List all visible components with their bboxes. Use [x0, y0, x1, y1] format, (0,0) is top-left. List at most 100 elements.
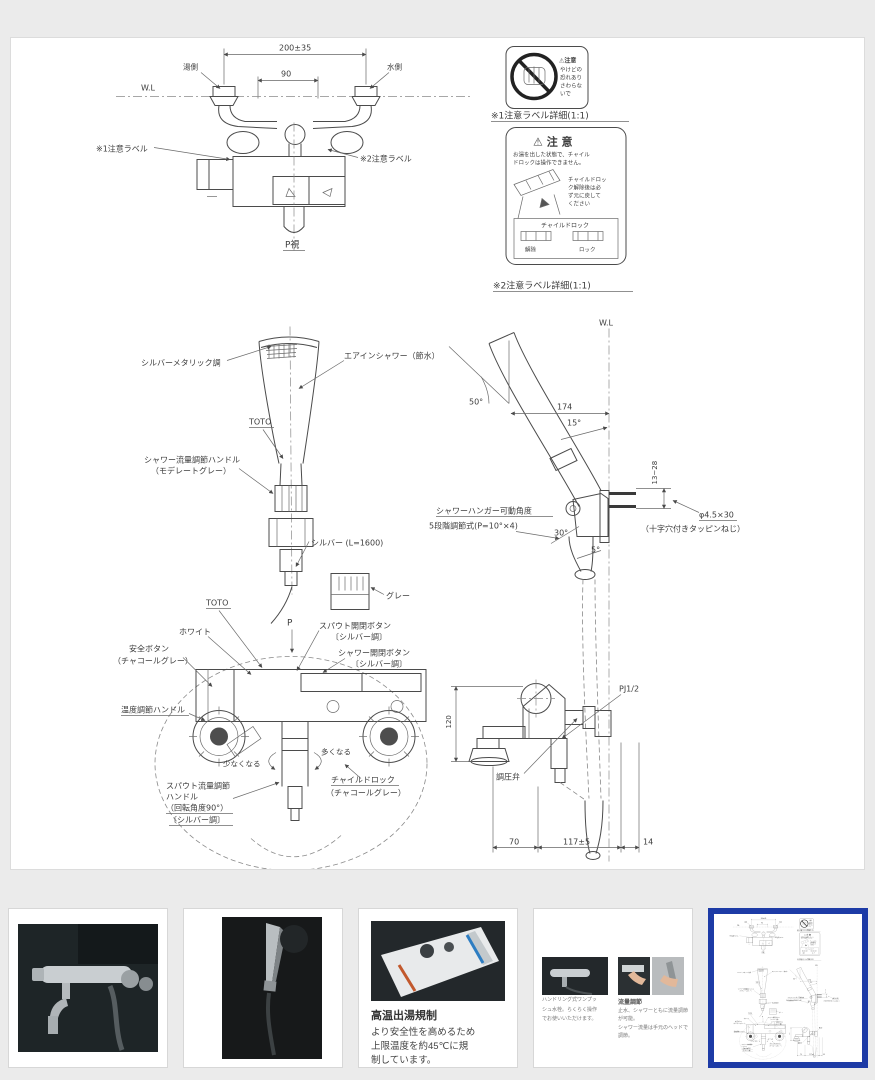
feature-right: 流量調節 止水、シャワーともに流量調節が可能。 シャワー流量は手元のヘッドで調節…: [618, 957, 688, 1040]
p-arrow-label: P: [287, 619, 293, 629]
gray-label: グレー: [386, 591, 410, 601]
diagram-panel: 200±35 90 W.L 湯側 水側 ※1: [10, 37, 865, 870]
flow-handle-label-2: （モデレートグレー）: [151, 466, 231, 476]
label2-side3: ず元に戻して: [568, 192, 601, 200]
water-side-label: 水側: [387, 62, 402, 72]
spout-button-label-1: スパウト開閉ボタン: [319, 622, 391, 631]
label2-handle-sketch: [513, 169, 561, 219]
temperature-handle: [189, 706, 249, 767]
handle-pointer: [226, 726, 262, 757]
feature-left-cap1: ハンドリング式ワンプッ: [542, 997, 597, 1003]
hanger-side-view: W.L 50° 174 15° 13~28 30° 5° シャワーハンガー可動角…: [429, 319, 745, 862]
label2-caution: ⚠ 注 意: [533, 135, 573, 149]
dim-174-label: 174: [557, 403, 572, 412]
spout: [281, 721, 309, 821]
hand-icon: [523, 66, 546, 85]
temp-limit-title: 高温出湯規制: [371, 1010, 437, 1022]
technical-drawing: 200±35 90 W.L 湯側 水側 ※1: [96, 44, 745, 869]
airin-shower-label: エアインシャワー（節水）: [344, 351, 440, 361]
hot-side-label: 湯側: [183, 62, 198, 72]
gray-cap-part: [330, 573, 370, 610]
temp-limit-line3: 制しています。: [371, 1054, 437, 1066]
feature-right-title: 流量調節: [618, 1000, 643, 1006]
dim-14-label: 14: [643, 838, 653, 847]
angle-30-label: 30°: [554, 529, 568, 538]
shower-button-label-1: シャワー開閉ボタン: [338, 649, 410, 658]
label1-line4: いで: [560, 91, 571, 98]
label2-line1: お湯を出した状態で、チャイル: [513, 151, 590, 159]
feature-photos: ハンドリング式ワンプッ シュ水栓。らくらく操作 でお使いいただけます。 流量調節: [542, 957, 688, 1040]
flow-handle-label-1: シャワー流量調節ハンドル: [144, 455, 240, 465]
spray-grid: [265, 343, 298, 359]
hose-silver-label: シルバー (L=1600): [311, 539, 383, 548]
spout-flow-handle: [359, 706, 419, 767]
thumbnail-temp-limit[interactable]: 高温出湯規制 より安全性を高めるため 上限温度を約45℃に規 制しています。: [358, 908, 518, 1068]
warning-label-1: ⚠注意 やけどの 恐れあり さわらな いで ※1注意ラベル詳細(1:1): [491, 46, 629, 122]
dim-90-label: 90: [281, 70, 291, 79]
spout-flow-label-4: 〔シルバー調〕: [169, 815, 225, 825]
toto-logo-label: TOTO: [248, 418, 271, 427]
warning-label-2: ⚠ 注 意 お湯を出した状態で、チャイル ドロックは操作できません。 チャイルド…: [493, 127, 633, 292]
feature-right-cap2: シャワー流量は手元のヘッドで調節。: [618, 1025, 689, 1039]
label2-side2: ク解除後は必: [568, 184, 602, 192]
spout-flow-label-2: ハンドル: [166, 793, 198, 802]
label2-side4: ください: [568, 201, 591, 208]
hanger-angle-label-2: 5段階調節式(P=10°×4): [429, 521, 518, 531]
faucet-body-top: [232, 156, 346, 207]
pj-thread-label: PJ1/2: [619, 685, 639, 694]
white-label: ホワイト: [179, 628, 211, 637]
pressure-valve-label: 調圧弁: [496, 772, 520, 782]
screw-spec-label-2: （十字穴付きタッピンねじ）: [641, 524, 745, 534]
temp-limit-line1: より安全性を高めるため: [371, 1027, 476, 1038]
thumbnail-feature-photos[interactable]: ハンドリング式ワンプッ シュ水栓。らくらく操作 でお使いいただけます。 流量調節: [533, 908, 693, 1068]
label1-line2: 恐れあり: [560, 75, 582, 82]
label1-line1: やけどの: [560, 66, 582, 74]
thumbnail-photo-showerhead[interactable]: [183, 908, 343, 1068]
screw-spec-label-1: φ4.5×30: [699, 511, 734, 520]
shower-head-view: シルバーメタリック調 エアインシャワー（節水） TOTO シャワー流量調節ハンド…: [141, 326, 440, 624]
label2-title: ※2注意ラベル詳細(1:1): [493, 280, 591, 292]
label1-title: ※1注意ラベル詳細(1:1): [491, 110, 589, 122]
faucet-front-view: グレー P: [113, 573, 428, 869]
label1-caution: ⚠注意: [559, 57, 576, 65]
p-view-label: P視: [285, 239, 299, 251]
label2-unlock: 解除: [525, 246, 537, 254]
safety-button-label-1: 安全ボタン: [129, 644, 169, 654]
dim-200-label: 200±35: [279, 44, 311, 53]
child-lock-label-2: （チャコールグレー）: [326, 788, 406, 798]
mount-leg-right: [312, 86, 381, 129]
thumbnail-diagram-selected[interactable]: [708, 908, 868, 1068]
label2-box-title: チャイルドロック: [541, 223, 589, 230]
feature-left-cap3: でお使いいただけます。: [542, 1016, 597, 1022]
temp-limit-photo: [371, 921, 505, 1001]
label2-line2: ドロックは操作できません。: [513, 159, 584, 167]
wall-line-label: W.L: [141, 84, 156, 93]
less-label: 少なくなる: [223, 760, 261, 769]
feature-left: ハンドリング式ワンプッ シュ水栓。らくらく操作 でお使いいただけます。: [542, 957, 612, 1040]
label1-line3: さわらな: [560, 83, 583, 90]
temp-limit-line2: 上限温度を約45℃に規: [371, 1040, 469, 1052]
dim-117-label: 117±5: [563, 838, 590, 847]
label2-lock: ロック: [579, 247, 596, 254]
note2-label: ※2注意ラベル: [360, 154, 412, 164]
spout-flow-label-3: （回転角度90°）: [166, 803, 228, 813]
shower-button-label-2: 〔シルバー調〕: [351, 659, 407, 669]
prohibition-icon: [510, 52, 558, 101]
hanger-wl-label: W.L: [599, 319, 614, 328]
spout-button-label-2: 〔シルバー調〕: [331, 632, 387, 642]
label2-side1: チャイルドロッ: [568, 177, 606, 184]
mount-leg-left: [209, 86, 278, 129]
more-label: 多くなる: [321, 747, 351, 757]
faucet-side-view: PJ1/2 120 調圧弁 70 117±5 14: [445, 679, 653, 853]
showerhead-photo: [222, 917, 322, 1059]
temp-handle-label: 温度調節ハンドル: [121, 705, 185, 715]
dim-70-label: 70: [509, 838, 519, 847]
dim-13-28-label: 13~28: [651, 461, 659, 485]
faucet-photo: [18, 924, 158, 1052]
silver-metallic-label: シルバーメタリック調: [141, 358, 221, 368]
angle-5-label: 5°: [591, 546, 600, 555]
angle-15-label: 15°: [567, 419, 581, 428]
dim-120-label: 120: [445, 715, 453, 728]
thumbnail-photo-faucet[interactable]: [8, 908, 168, 1068]
feature-right-cap1: 止水、シャワーともに流量調節が可能。: [618, 1008, 689, 1022]
